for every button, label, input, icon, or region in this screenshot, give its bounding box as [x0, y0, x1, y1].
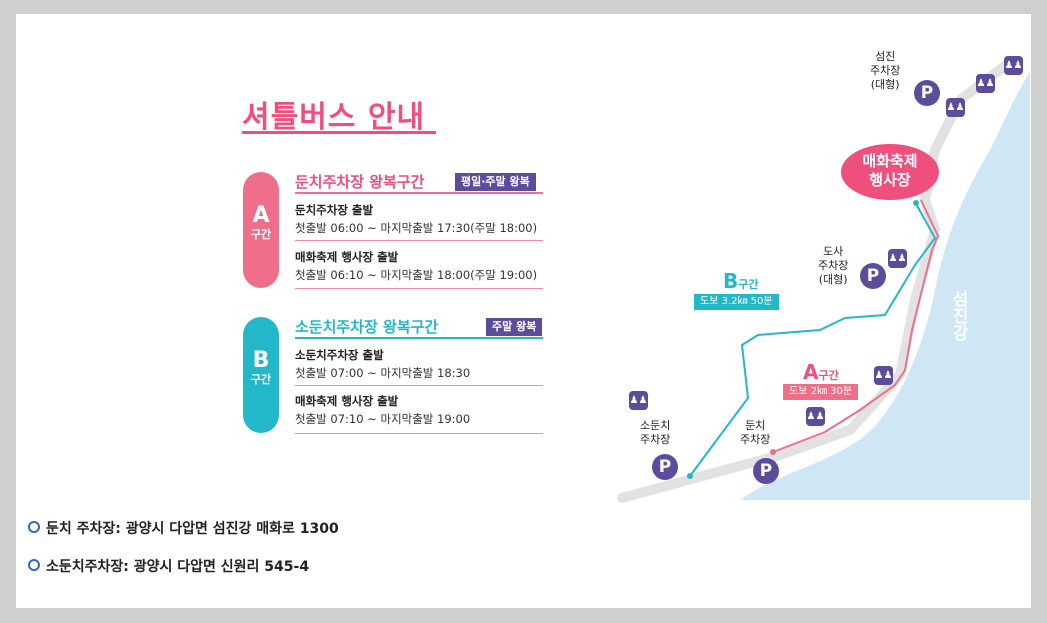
route-a-letter: A — [803, 360, 819, 384]
route-b-line — [689, 201, 937, 477]
road — [617, 57, 1015, 503]
route-a-line — [772, 199, 940, 453]
section-a-row1-text: 첫출발 06:00 ~ 마지막출발 17:30(주말 18:00) — [295, 221, 538, 235]
section-b-badge: B 구간 — [243, 317, 279, 433]
route-b-label: B구간 — [723, 269, 759, 293]
address-dunchi-text: 둔치 주차장: 광양시 다압면 섬진강 매화로 1300 — [46, 521, 339, 537]
route-end — [913, 200, 919, 206]
sodunchi-parking-l1: 소둔치 — [640, 419, 671, 432]
section-a-letter: A — [252, 203, 270, 228]
section-b-tag: 주말 왕복 — [486, 318, 543, 336]
dunchi-parking-l2: 주차장 — [740, 433, 771, 446]
route-a-label: A구간 — [803, 360, 839, 384]
route-a-start — [770, 449, 776, 455]
restroom-icon: ♟♟ — [806, 407, 825, 426]
title-underline — [242, 131, 436, 134]
section-a-tag: 평일·주말 왕복 — [455, 173, 536, 191]
restroom-icon: ♟♟ — [874, 366, 893, 385]
festival-line1: 매화축제 — [862, 152, 918, 170]
seomjin-parking-l1: 섬진 — [875, 50, 896, 63]
section-a-badge: A 구간 — [243, 172, 279, 288]
route-a-distance: 도보 2㎞ 30분 — [783, 384, 859, 400]
dosa-parking-label: 도사 주차장 (대형) — [818, 245, 848, 287]
section-a-row1-title: 둔치주차장 출발 — [295, 203, 374, 217]
restroom-icon: ♟♟ — [629, 391, 648, 410]
section-b-row1-title: 소둔치주차장 출발 — [295, 348, 384, 362]
route-a-sub: 구간 — [818, 369, 839, 382]
parking-icon: P — [753, 458, 779, 484]
section-b-row2-title: 매화축제 행사장 출발 — [295, 394, 399, 408]
route-b-distance: 도보 3.2㎞ 50분 — [694, 294, 779, 310]
route-b-letter: B — [723, 269, 739, 293]
section-a-title: 둔치주차장 왕복구간 — [295, 173, 425, 191]
content-card — [16, 14, 1031, 608]
parking-icon: P — [914, 80, 940, 106]
bullet-icon — [28, 521, 40, 533]
address-sodunchi: 소둔치주차장: 광양시 다압면 신원리 545-4 — [28, 556, 309, 576]
restroom-icon: ♟♟ — [888, 249, 907, 268]
river-label-text: 섬진강 — [948, 290, 968, 341]
route-b-sub: 구간 — [738, 278, 759, 291]
festival-venue-marker: 매화축제 행사장 — [841, 144, 939, 200]
section-b-sub: 구간 — [250, 373, 272, 386]
restroom-icon: ♟♟ — [1004, 56, 1023, 75]
dunchi-parking-l1: 둔치 — [745, 419, 766, 432]
section-b-row2-divider — [295, 433, 543, 434]
section-b-row1-divider — [295, 385, 543, 386]
route-b-start — [687, 473, 693, 479]
parking-icon: P — [860, 263, 886, 289]
bullet-icon — [28, 559, 40, 571]
section-b-letter: B — [252, 348, 270, 373]
river-shape — [740, 72, 1030, 500]
restroom-icon: ♟♟ — [946, 98, 965, 117]
section-a-row1-divider — [295, 240, 543, 241]
dosa-parking-l3: (대형) — [818, 273, 848, 286]
seomjin-parking-label: 섬진 주차장 (대형) — [870, 50, 900, 92]
river-label: 섬진강 — [948, 290, 972, 341]
dosa-parking-l2: 주차장 — [818, 259, 849, 272]
section-b-row1-text: 첫출발 07:00 ~ 마지막출발 18:30 — [295, 366, 471, 380]
section-a-row2-text: 첫출발 06:10 ~ 마지막출발 18:00(주말 19:00) — [295, 268, 538, 282]
sodunchi-parking-l2: 주차장 — [640, 433, 671, 446]
dosa-parking-l1: 도사 — [823, 245, 844, 258]
section-b-title: 소둔치주차장 왕복구간 — [295, 318, 439, 336]
address-sodunchi-text: 소둔치주차장: 광양시 다압면 신원리 545-4 — [46, 559, 310, 575]
parking-icon: P — [652, 454, 678, 480]
page-title: 셔틀버스 안내 — [242, 100, 426, 135]
seomjin-parking-l3: (대형) — [870, 78, 900, 91]
sodunchi-parking-label: 소둔치 주차장 — [640, 419, 670, 447]
section-a-divider — [295, 192, 543, 194]
section-a-row2-divider — [295, 288, 543, 289]
dunchi-parking-label: 둔치 주차장 — [740, 419, 770, 447]
seomjin-parking-l2: 주차장 — [870, 64, 901, 77]
festival-line2: 행사장 — [869, 171, 911, 189]
section-a-row2-title: 매화축제 행사장 출발 — [295, 250, 399, 264]
restroom-icon: ♟♟ — [976, 74, 995, 93]
address-dunchi: 둔치 주차장: 광양시 다압면 섬진강 매화로 1300 — [28, 518, 339, 538]
section-b-divider — [295, 337, 543, 339]
section-b-row2-text: 첫출발 07:10 ~ 마지막출발 19:00 — [295, 412, 471, 426]
section-a-sub: 구간 — [250, 228, 272, 241]
